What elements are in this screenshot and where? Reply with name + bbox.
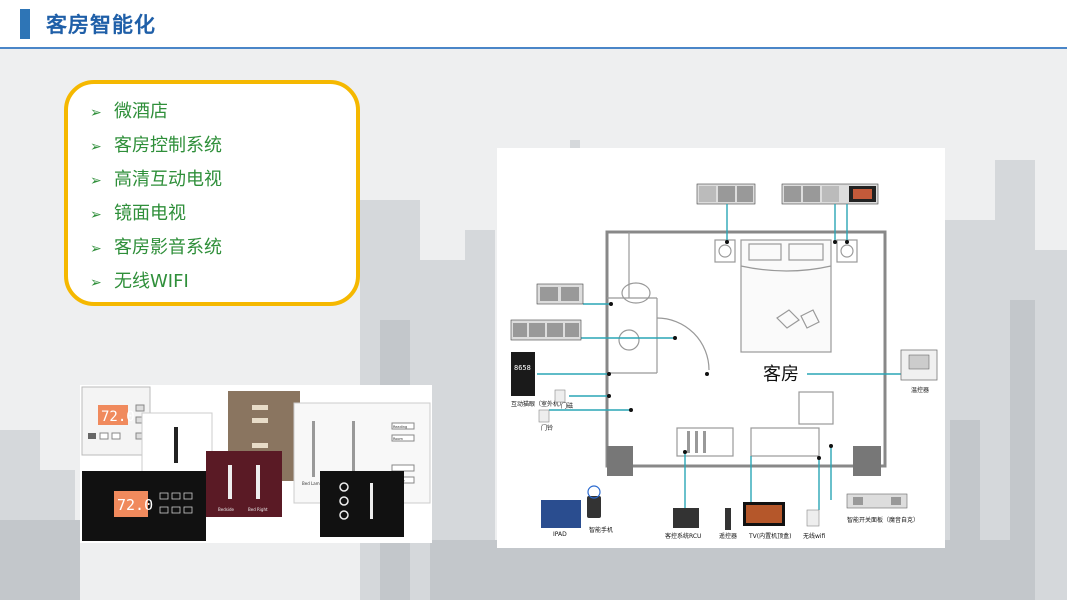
panel-label: Bedside [218, 507, 234, 512]
doorbell-unit-label: 互动猫眼（室外机） [511, 400, 565, 408]
left-switch-panels [510, 283, 584, 341]
page-title: 客房智能化 [46, 13, 156, 37]
feature-label: 微酒店 [114, 101, 168, 122]
panel-label: 智能开关面板（魔音自克） [847, 516, 919, 524]
white-thermostat: 72.0 [81, 386, 151, 456]
black-thermostat: 72.0 [82, 471, 206, 541]
door-sensors: 门磁 门铃 [538, 389, 573, 432]
list-item: ➢ 镜面电视 [90, 200, 222, 234]
arrow-bullet-icon: ➢ [90, 139, 102, 155]
feature-list-box: ➢ 微酒店 ➢ 客房控制系统 ➢ 高清互动电视 ➢ 镜面电视 ➢ 客房影音系统 ➢ 无线WI… [64, 80, 360, 306]
top-switch-panels [696, 183, 879, 205]
ipad-label: IPAD [553, 531, 567, 538]
slide-header: 客房智能化 [0, 0, 1067, 49]
feature-label: 高清互动电视 [114, 169, 222, 190]
header-divider [0, 47, 1067, 49]
room-walls [605, 230, 887, 468]
arrow-bullet-icon: ➢ [90, 275, 102, 291]
arrow-bullet-icon: ➢ [90, 105, 102, 121]
thermostat-display: 72.0 [101, 409, 135, 425]
arrow-bullet-icon: ➢ [90, 241, 102, 257]
bottom-devices: IPAD 智能手机 客控系统RCU 遥控器 TV(内置机顶盒) 无线wifi 智… [541, 485, 919, 540]
connector-lines [537, 204, 901, 516]
svg-text:8658: 8658 [514, 364, 531, 372]
feature-list: ➢ 微酒店 ➢ 客房控制系统 ➢ 高清互动电视 ➢ 镜面电视 ➢ 客房影音系统 ➢ 无线WI… [90, 98, 222, 302]
door-magnet-label: 门磁 [561, 402, 573, 410]
smart-panel-products-image: 72.0 Evening Present Bedside Bed Right B… [80, 385, 432, 543]
phone-label: 智能手机 [589, 526, 613, 534]
title-accent-bar [20, 9, 30, 39]
feature-label: 客房控制系统 [114, 135, 222, 156]
remote-label: 遥控器 [719, 532, 737, 540]
panel-label: Room [393, 437, 404, 441]
wall-thermostat: 温控器 [900, 349, 938, 394]
burgundy-slider-panel: Bedside Bed Right [206, 451, 282, 517]
room-floor-plan-diagram: 客房 8658 互动猫眼（室外机） 门磁 门铃 [497, 148, 945, 548]
arrow-bullet-icon: ➢ [90, 173, 102, 189]
doorbell-keypad: 8658 互动猫眼（室外机） [511, 352, 565, 408]
list-item: ➢ 客房控制系统 [90, 132, 222, 166]
wifi-label: 无线wifi [803, 532, 826, 540]
arrow-bullet-icon: ➢ [90, 207, 102, 223]
feature-label: 无线WIFI [114, 271, 189, 292]
thermostat-display: 72.0 [117, 496, 153, 514]
door-bell-label: 门铃 [541, 424, 553, 432]
rcu-label: 客控系统RCU [665, 532, 701, 540]
list-item: ➢ 无线WIFI [90, 268, 222, 302]
panel-label: Reading [393, 425, 407, 429]
panel-label: Bed Lamp [302, 481, 323, 486]
room-label: 客房 [763, 364, 799, 385]
panel-label: Bed Right [248, 507, 268, 512]
feature-label: 镜面电视 [114, 203, 186, 224]
black-knob-panel [320, 471, 404, 537]
tv-label: TV(内置机顶盒) [748, 532, 791, 540]
list-item: ➢ 高清互动电视 [90, 166, 222, 200]
list-item: ➢ 客房影音系统 [90, 234, 222, 268]
bed-icon [740, 239, 832, 353]
list-item: ➢ 微酒店 [90, 98, 222, 132]
thermostat-label: 温控器 [911, 386, 929, 394]
feature-label: 客房影音系统 [114, 237, 222, 258]
